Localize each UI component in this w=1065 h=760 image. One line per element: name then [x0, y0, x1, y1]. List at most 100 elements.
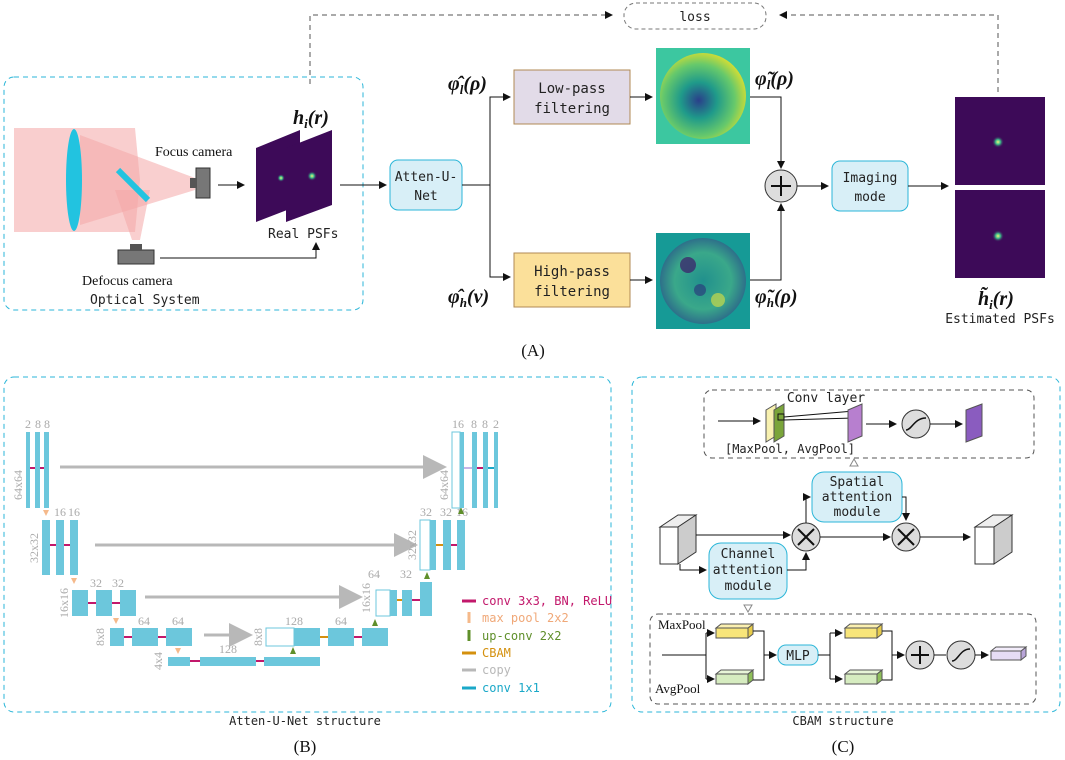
highpass-box: [513, 252, 631, 308]
atten-unet-label-1: Atten-U-: [395, 170, 458, 185]
defocus-beam: [115, 190, 150, 240]
spatial-inset-box: [703, 389, 1035, 459]
svg-text:128: 128: [285, 614, 303, 628]
spatial-label-3: module: [834, 505, 881, 520]
defocus-camera-icon: [117, 249, 155, 265]
caption-c: (C): [832, 737, 855, 756]
focus-camera-icon: [195, 167, 211, 199]
caption-b: (B): [294, 737, 317, 756]
res-64-left: 64x64: [11, 470, 25, 500]
maxpool-label: MaxPool: [658, 617, 706, 632]
estimated-psfs-label: Estimated PSFs: [945, 312, 1055, 327]
res-32-right: 32x32: [405, 530, 419, 560]
highpass-label-1: High-pass: [534, 264, 610, 280]
loss-arrow-right: [779, 11, 999, 92]
channel-label-3: module: [725, 579, 772, 594]
avgpool-label: AvgPool: [655, 681, 701, 696]
input-feature-cube: [658, 514, 698, 565]
svg-text:2: 2: [493, 417, 499, 431]
svg-text:64: 64: [172, 614, 184, 628]
svg-text:64: 64: [138, 614, 150, 628]
svg-text:16: 16: [68, 505, 80, 519]
sigmoid-icon: [901, 409, 931, 439]
res-4-left: 4x4: [151, 652, 165, 670]
svg-text:16: 16: [452, 417, 464, 431]
branch-up: [489, 93, 511, 185]
conv-layer-label: Conv layer: [787, 391, 865, 406]
legend: conv 3x3, BN, ReLU max pool 2x2 up-conv …: [462, 594, 612, 695]
imaging-mode-label-2: mode: [854, 190, 885, 205]
atten-unet-structure-label: Atten-U-Net structure: [229, 714, 381, 728]
size-label: 8: [35, 417, 41, 431]
phi-l-tilde-label: φ̃l(ρ): [755, 68, 794, 92]
svg-text:32: 32: [112, 576, 124, 590]
channel-label-1: Channel: [721, 547, 776, 562]
legend-item: max pool 2x2: [482, 611, 569, 625]
channel-inset-box: [649, 613, 1037, 705]
atten-unet-structure-box: [3, 376, 612, 713]
phi-h-hat-label: φ̂h(v): [448, 286, 489, 310]
avgpool-map: [773, 403, 785, 443]
size-label: 8: [44, 417, 50, 431]
panel-b: 2 8 8 64x64 16 16 32x32 32 32 16x16 6: [3, 376, 612, 756]
svg-text:64: 64: [368, 567, 380, 581]
hi-tilde-label: h̃i(r): [978, 287, 1014, 312]
panel-c: Conv layer [MaxPool, AvgPool] Channel at…: [631, 376, 1061, 756]
unet-bar: [26, 432, 30, 508]
spatial-label-2: attention: [822, 490, 892, 505]
branch-down: [489, 185, 511, 281]
svg-text:32: 32: [420, 505, 432, 519]
spatial-conv-map: [847, 403, 863, 443]
mlp-out-vector-1: [843, 622, 884, 640]
res-8-left: 8x8: [93, 628, 107, 646]
maxpool-vector: [714, 622, 755, 640]
defocus-camera-label: Defocus camera: [82, 274, 173, 289]
res-64-right: 64x64: [437, 470, 451, 500]
sigmoid-icon-2: [946, 640, 976, 670]
caption-a: (A): [521, 341, 545, 360]
maxpool-avgpool-label: [MaxPool, AvgPool]: [725, 442, 855, 456]
loss-box: [623, 2, 767, 30]
svg-text:8: 8: [471, 417, 477, 431]
res-16-right: 16x16: [359, 583, 373, 613]
arrow-defocus-to-psf: [160, 242, 320, 259]
avgpool-vector: [714, 668, 755, 686]
svg-text:16: 16: [54, 505, 66, 519]
svg-text:8: 8: [482, 417, 488, 431]
legend-item: CBAM: [482, 646, 511, 660]
svg-text:128: 128: [219, 642, 237, 656]
lowpass-box: [513, 69, 631, 125]
res-8-right: 8x8: [251, 628, 265, 646]
output-feature-cube: [973, 514, 1014, 565]
spatial-label-1: Spatial: [830, 475, 885, 490]
highpass-label-2: filtering: [534, 284, 610, 300]
phi-l-hat-label: φ̂l(ρ): [448, 73, 487, 97]
focus-beam: [80, 135, 195, 225]
hi-r-label: hi(r): [293, 107, 329, 131]
legend-item: up-conv 2x2: [482, 629, 561, 643]
cbam-structure-label: CBAM structure: [792, 714, 893, 728]
focus-camera-label: Focus camera: [155, 145, 233, 160]
channel-attention-box: [708, 542, 788, 600]
res-32-left: 32x32: [27, 533, 41, 563]
spatial-attention-map: [965, 403, 983, 443]
unet-bar: [35, 432, 40, 508]
real-psfs-label: Real PSFs: [268, 227, 338, 242]
cbam-structure-box: [631, 376, 1061, 713]
legend-item: conv 3x3, BN, ReLU: [482, 594, 612, 608]
phi-h-tilde-label: φ̃h(ρ): [755, 286, 798, 310]
unet-bar: [44, 432, 49, 508]
mlp-label: MLP: [786, 649, 810, 664]
lowpass-label-1: Low-pass: [538, 81, 605, 97]
channel-attention-vector: [989, 645, 1028, 662]
mlp-out-vector-2: [843, 668, 884, 686]
optical-system-label: Optical System: [90, 293, 200, 308]
beam-splitter-icon: [115, 167, 151, 203]
loss-label: loss: [679, 10, 710, 25]
lens-icon: [66, 129, 82, 231]
channel-label-2: attention: [713, 563, 783, 578]
loss-arrow-left: [309, 11, 613, 84]
legend-item: copy: [482, 663, 511, 677]
lowpass-label-2: filtering: [534, 101, 610, 117]
